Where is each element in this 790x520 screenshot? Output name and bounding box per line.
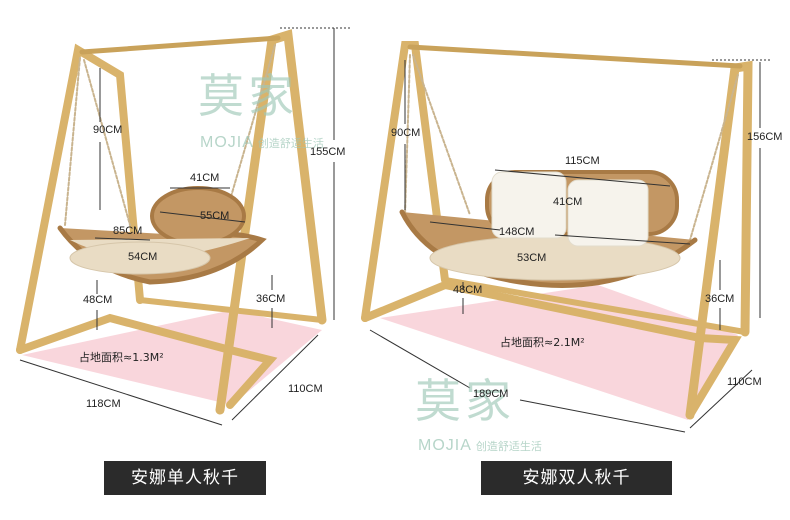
double-back-height: 41CM	[553, 196, 583, 208]
single-seat-width: 55CM	[200, 210, 230, 222]
single-seat-depth: 85CM	[113, 225, 143, 237]
single-swing	[16, 29, 327, 415]
watermark-logo-text: 莫家	[415, 374, 515, 428]
double-depth: 110CM	[727, 376, 762, 388]
double-top-width: 115CM	[565, 155, 600, 167]
watermark-brand-name: MOJIA	[418, 437, 472, 454]
double-base-height: 36CM	[705, 293, 735, 305]
double-seat-width: 148CM	[499, 226, 535, 238]
single-cushion: 54CM	[128, 251, 158, 263]
double-height: 156CM	[747, 131, 783, 143]
double-rope-length: 90CM	[391, 127, 421, 139]
single-base-height: 36CM	[256, 293, 286, 305]
single-width: 118CM	[86, 398, 121, 410]
single-floor-area-label: 占地面积≈1.3M²	[79, 351, 164, 364]
single-back-height: 41CM	[190, 172, 220, 184]
watermark-brand-name: MOJIA	[200, 134, 254, 151]
watermark-logo-text: 莫家	[198, 69, 298, 123]
double-width: 189CM	[473, 388, 509, 400]
watermark-slogan: 创造舒适生活	[475, 440, 542, 453]
double-floor-area-label: 占地面积≈2.1M²	[500, 336, 585, 349]
single-seat-height: 48CM	[83, 294, 113, 306]
double-seat-height: 48CM	[453, 284, 483, 296]
single-floor-area	[22, 310, 322, 405]
single-depth: 110CM	[288, 383, 323, 395]
double-floor-area	[380, 285, 738, 420]
double-swing-name: 安娜双人秋千	[481, 461, 672, 495]
double-cushion: 53CM	[517, 252, 547, 264]
single-rope-length: 90CM	[93, 124, 123, 136]
dimension-lines	[19, 27, 770, 433]
watermark-slogan: 创造舒适生活	[257, 137, 324, 150]
single-swing-name: 安娜单人秋千	[104, 461, 266, 495]
double-swing	[361, 41, 753, 420]
single-height: 155CM	[310, 146, 346, 158]
